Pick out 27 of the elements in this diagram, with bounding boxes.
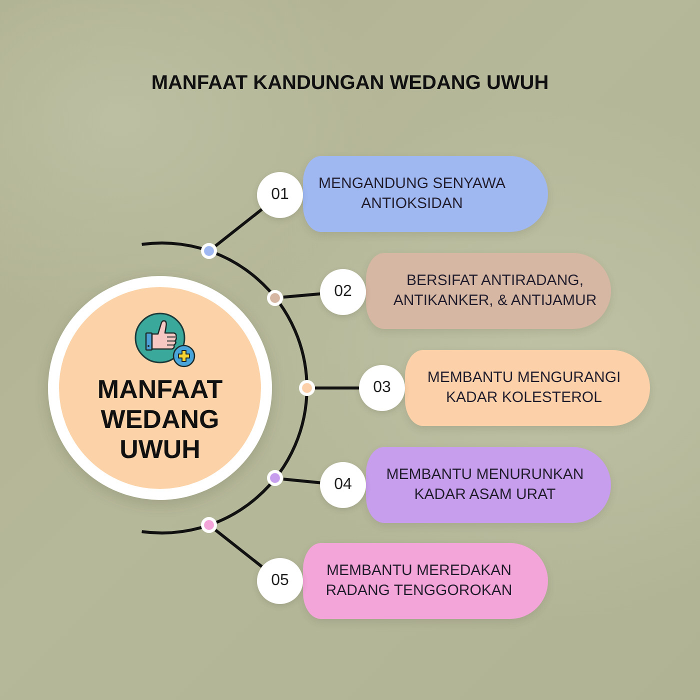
- step-number: 05: [257, 558, 303, 604]
- benefit-pill: [366, 447, 611, 523]
- step-number: 03: [359, 365, 405, 411]
- junction-dot: [267, 470, 284, 486]
- connector-line: [214, 528, 263, 568]
- junction-dot: [201, 517, 218, 534]
- junction-dot: [201, 242, 218, 259]
- benefit-pill: [366, 253, 611, 329]
- connector-line: [283, 292, 320, 299]
- benefit-text: MEMBANTU MENURUNKAN KADAR ASAM URAT: [385, 465, 585, 505]
- connector-line: [214, 208, 263, 248]
- junction-dot: [299, 380, 315, 396]
- benefit-text: MENGANDUNG SENYAWA ANTIOKSIDAN: [318, 174, 506, 214]
- center-title: MANFAAT WEDANG UWUH: [96, 374, 224, 464]
- step-number: 04: [320, 462, 366, 508]
- junction-dot: [267, 290, 284, 306]
- benefit-pill: [303, 543, 548, 619]
- connector-line: [315, 386, 359, 390]
- benefit-pill: [405, 350, 650, 426]
- title: MANFAAT KANDUNGAN WEDANG UWUH: [151, 71, 549, 96]
- benefit-pill: [303, 156, 548, 232]
- benefit-text: BERSIFAT ANTIRADANG, ANTIKANKER, & ANTIJAMUR: [392, 271, 598, 311]
- step-number: 01: [257, 172, 303, 218]
- benefit-text: MEMBANTU MENGURANGI KADAR KOLESTEROL: [426, 368, 622, 408]
- step-number: 02: [320, 269, 366, 315]
- connector-line: [283, 478, 320, 484]
- benefit-text: MEMBANTU MEREDAKAN RADANG TENGGOROKAN: [324, 561, 514, 601]
